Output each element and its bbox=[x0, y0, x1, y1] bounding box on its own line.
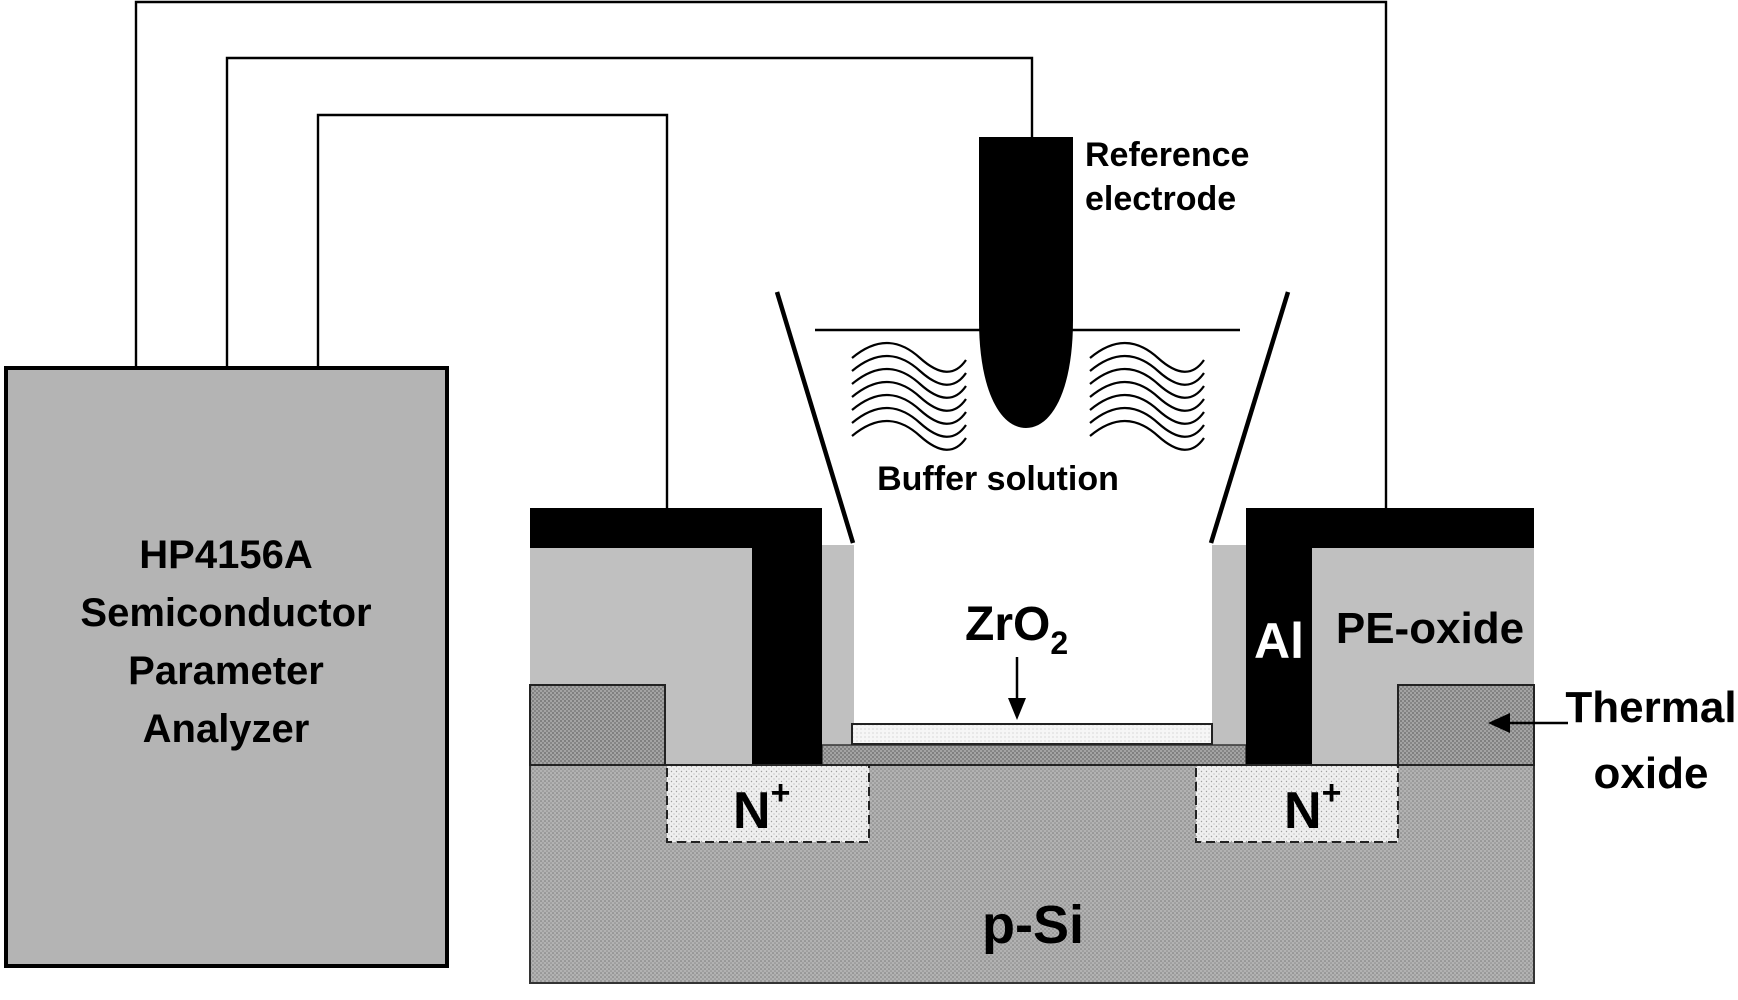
al-contact-left bbox=[530, 508, 822, 765]
al-contact-right bbox=[1246, 508, 1534, 765]
wave-left-3 bbox=[851, 367, 967, 399]
n-plus-left-main: N bbox=[733, 782, 771, 840]
isfet-device bbox=[529, 508, 1535, 984]
container-wall-left bbox=[774, 291, 856, 544]
wave-left-4 bbox=[851, 380, 967, 412]
zro2-label: ZrO2 bbox=[965, 598, 1068, 661]
wire-outer bbox=[134, 0, 1388, 508]
analyzer-label-line2: Semiconductor bbox=[80, 591, 371, 635]
parameter-analyzer: HP4156A Semiconductor Parameter Analyzer bbox=[4, 366, 449, 968]
n-plus-right-main: N bbox=[1284, 782, 1322, 840]
wave-left-6 bbox=[851, 406, 967, 438]
zro2-pointer-arrow bbox=[1008, 657, 1026, 720]
wire-inner bbox=[316, 113, 669, 508]
analyzer-label-line3: Parameter bbox=[128, 649, 324, 693]
container-wall-right bbox=[1208, 291, 1291, 544]
wave-right-2 bbox=[1089, 354, 1205, 386]
analyzer-label-line4: Analyzer bbox=[143, 707, 310, 751]
wave-right-1 bbox=[1089, 341, 1205, 373]
buffer-solution-label: Buffer solution bbox=[877, 460, 1119, 498]
wave-right-3 bbox=[1089, 367, 1205, 399]
thermal-oxide-label-line2: oxide bbox=[1594, 749, 1709, 798]
thermal-oxide-label-line1: Thermal bbox=[1565, 683, 1736, 732]
wave-right-6 bbox=[1089, 406, 1205, 438]
wave-left-5 bbox=[851, 393, 967, 425]
thermal-oxide-pointer-arrow bbox=[1488, 713, 1568, 733]
reference-electrode bbox=[979, 137, 1073, 428]
n-plus-left-sup: + bbox=[771, 774, 791, 812]
thermal-oxide-right bbox=[1397, 684, 1535, 766]
buffer-waves bbox=[851, 341, 1205, 451]
n-plus-right-sup: + bbox=[1322, 774, 1342, 812]
zro2-label-sub: 2 bbox=[1050, 625, 1068, 661]
reference-electrode-label-line2: electrode bbox=[1085, 180, 1236, 218]
reference-electrode-label-line1: Reference bbox=[1085, 136, 1249, 174]
wave-right-5 bbox=[1089, 393, 1205, 425]
wave-right-7 bbox=[1089, 419, 1205, 451]
p-si-label: p-Si bbox=[982, 895, 1084, 955]
wave-left-2 bbox=[851, 354, 967, 386]
wire-middle bbox=[225, 56, 1034, 368]
pe-oxide-label: PE-oxide bbox=[1336, 604, 1524, 653]
n-plus-right bbox=[1195, 764, 1399, 843]
wave-left-7 bbox=[851, 419, 967, 451]
wave-left-1 bbox=[851, 341, 967, 373]
wave-right-4 bbox=[1089, 380, 1205, 412]
thermal-oxide-left bbox=[529, 684, 666, 766]
al-label: Al bbox=[1254, 613, 1304, 669]
zro2-label-main: ZrO bbox=[965, 598, 1050, 651]
zro2-layer bbox=[851, 723, 1213, 745]
wires bbox=[134, 0, 1388, 508]
analyzer-box bbox=[4, 366, 449, 968]
n-plus-left-label: N+ bbox=[733, 774, 790, 840]
n-plus-right-label: N+ bbox=[1284, 774, 1341, 840]
n-plus-left bbox=[666, 764, 870, 843]
gate-oxide bbox=[821, 744, 1247, 766]
analyzer-label-line1: HP4156A bbox=[139, 533, 312, 577]
